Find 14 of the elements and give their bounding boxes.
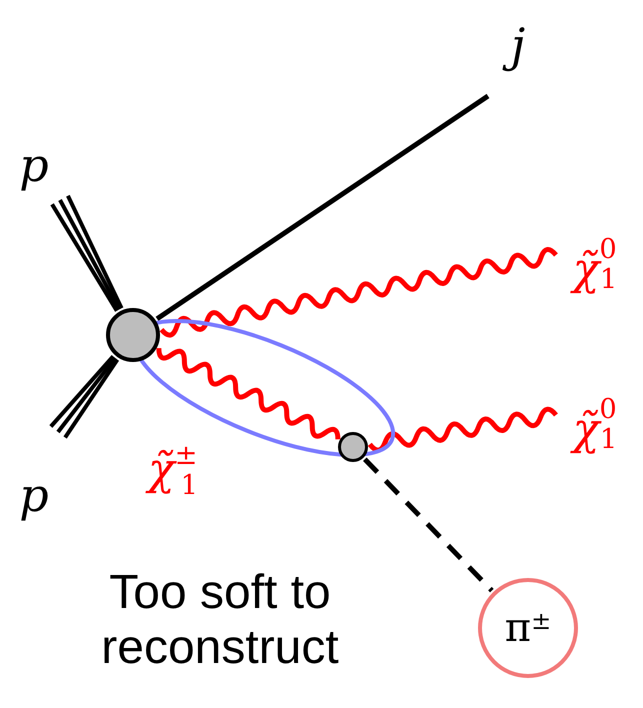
wavy-line: [368, 406, 558, 453]
wavy-line: [160, 247, 558, 338]
wavy-line: [156, 348, 340, 440]
vertex-circle: [106, 308, 160, 362]
vertex-circle: [338, 432, 368, 462]
particle-label: p: [14, 140, 54, 190]
particle-circle: π$^{±}$: [478, 578, 578, 678]
particle-label: p: [14, 470, 54, 520]
triple-line: [49, 354, 120, 439]
line: [156, 94, 490, 321]
triple-line: [50, 194, 124, 312]
note-text: Too soft to reconstruct: [100, 565, 340, 676]
dashed-line: [363, 457, 494, 592]
particle-label: j: [500, 18, 536, 72]
